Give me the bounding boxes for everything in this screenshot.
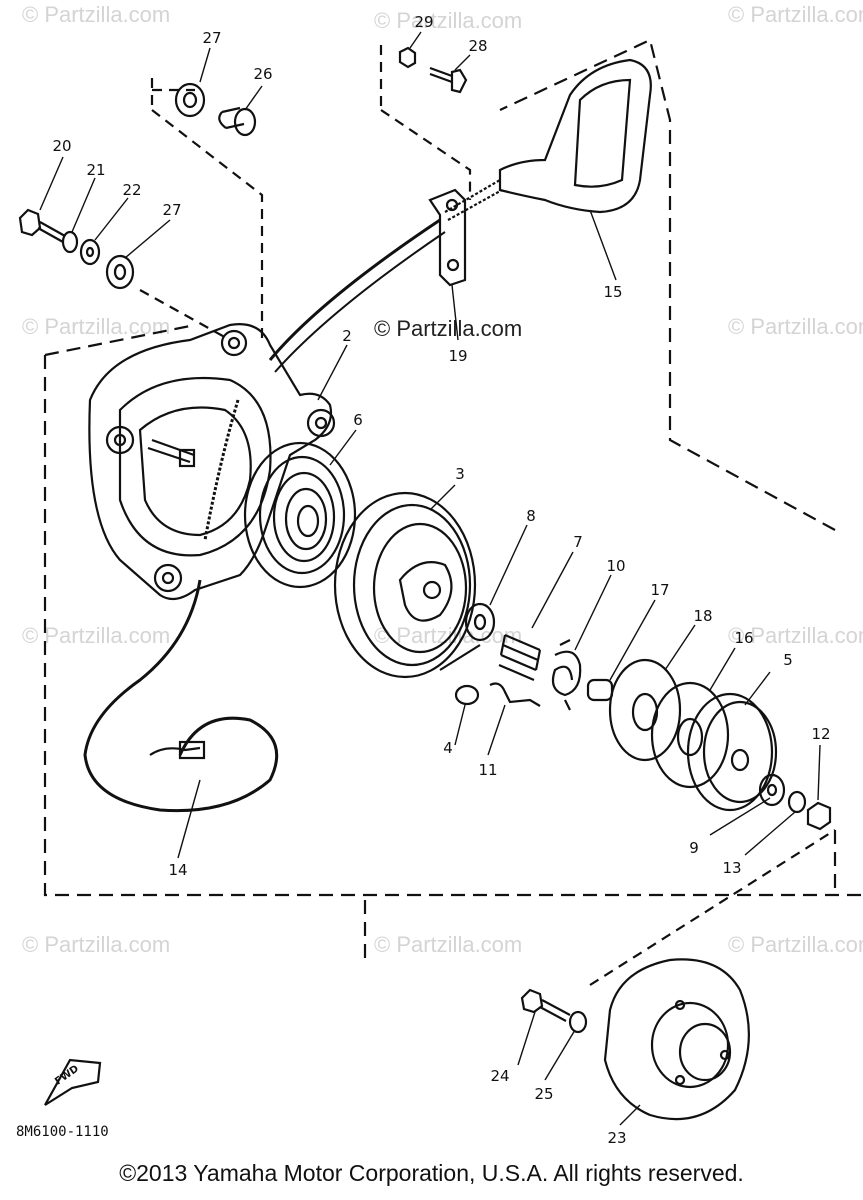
spring-7 [498,633,542,682]
callout-23: 23 [607,1129,627,1147]
washer-13 [787,790,807,814]
bracket-28-29 [379,45,472,200]
diagram-code: 8M6100-1110 [16,1124,109,1140]
watermark: © Partzilla.com [22,623,171,648]
copyright-notice: ©2013 Yamaha Motor Corporation, U.S.A. A… [119,1160,744,1186]
starter-cover [603,958,750,1121]
watermark: © Partzilla.com [22,932,171,957]
pawl-leader [439,644,481,671]
callout-29: 29 [414,13,434,31]
callout-18: 18 [693,607,713,625]
callout-21: 21 [86,161,106,179]
rope-guide-19 [428,188,467,287]
callout-16: 16 [734,629,754,647]
callout-3: 3 [455,465,465,483]
spring-10 [551,639,582,711]
collar-17 [586,678,614,702]
cover-leader [589,829,836,986]
watermark: © Partzilla.com [728,2,863,27]
nut-29 [398,46,417,69]
fwd-arrow [44,1058,102,1106]
callout-7: 7 [573,533,583,551]
plate-16 [650,681,730,789]
callout-9: 9 [689,839,699,857]
callout-11: 11 [478,761,498,779]
nut-12 [806,801,832,831]
watermark: © Partzilla.com [374,932,523,957]
washer-25 [568,1010,588,1034]
watermark: © Partzilla.com [728,932,863,957]
callout-24: 24 [490,1067,510,1085]
bolt-28 [429,66,453,84]
callout-14: 14 [168,861,188,879]
bracket-26-27 [150,78,264,345]
callout-13: 13 [722,859,742,877]
washer-22 [79,238,101,266]
bolt-24 [520,988,571,1022]
callout-25: 25 [534,1085,554,1103]
bolt-20 [18,208,66,243]
lower-boundary [363,830,837,960]
callout-4: 4 [443,739,453,757]
callout-2: 2 [342,327,352,345]
callout-27b: 27 [162,201,182,219]
recoil-spring [243,441,357,589]
callout-12: 12 [811,725,831,743]
callout-19: 19 [448,347,468,365]
callout-10: 10 [606,557,626,575]
collar-27-top [174,82,206,118]
callout-5: 5 [783,651,793,669]
watermark: © Partzilla.com [22,314,171,339]
callout-28: 28 [468,37,488,55]
watermark: © Partzilla.com [374,8,523,33]
collar-27 [105,254,135,290]
watermark: © Partzilla.com [728,314,863,339]
watermark: © Partzilla.com [728,623,863,648]
sheave-drum [333,491,477,679]
pawl-spring-11 [489,682,541,707]
drive-plate-5 [686,692,778,812]
washer-8 [464,602,496,642]
pawl-4 [454,684,480,706]
friction-plate-18 [608,658,682,762]
washer-21 [61,230,79,254]
callout-20: 20 [52,137,72,155]
starter-handle [444,58,652,221]
watermark: © Partzilla.com [22,2,171,27]
washer-9 [758,773,786,807]
callout-15: 15 [603,283,623,301]
callout-8: 8 [526,507,536,525]
assembly-boundary [43,38,863,897]
callout-17: 17 [650,581,670,599]
starter-housing [88,323,336,601]
callout-27: 27 [202,29,222,47]
callout-26: 26 [253,65,273,83]
callout-22: 22 [122,181,142,199]
starter-rope [83,218,446,813]
center-watermark: © Partzilla.com [374,316,523,341]
callout-6: 6 [353,411,363,429]
